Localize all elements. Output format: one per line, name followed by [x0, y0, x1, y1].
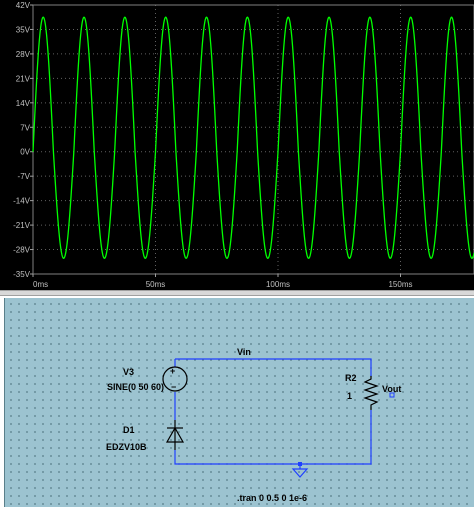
resistor-ref-label[interactable]: R2 — [345, 373, 357, 383]
source-ref-label[interactable]: V3 — [123, 367, 134, 377]
y-tick-label: -7V — [18, 172, 31, 181]
waveform-plot-pane[interactable]: 42V 35V 28V 21V 14V 7V 0V -7V -14V -21V -28V -35V 0… — [0, 0, 474, 290]
y-tick-label: 28V — [16, 50, 31, 59]
y-tick-label: -21V — [13, 221, 31, 230]
net-label-vout[interactable]: Vout — [382, 384, 401, 394]
pane-splitter[interactable] — [0, 290, 474, 296]
ground-icon[interactable] — [291, 468, 309, 478]
wire-top[interactable] — [175, 358, 372, 376]
diode-triangle-icon — [165, 426, 185, 443]
wire-bottom[interactable] — [174, 410, 372, 465]
vout-port-icon[interactable] — [389, 392, 395, 398]
diode-ref-label[interactable]: D1 — [123, 425, 135, 435]
source-minus-sign: − — [171, 382, 176, 392]
schematic-editor[interactable]: + − V3 SINE(0 50 60) D1 EDZV10B R2 1 Vin… — [4, 298, 474, 507]
y-axis-ticks: 42V 35V 28V 21V 14V 7V 0V -7V -14V -21V -28V -35V — [13, 1, 33, 279]
net-label-vin[interactable]: Vin — [237, 347, 251, 357]
x-tick-label: 150ms — [388, 280, 412, 289]
x-axis-ticks: 0ms 50ms 100ms 150ms — [32, 274, 413, 289]
y-tick-label: 14V — [16, 99, 31, 108]
plot-grid — [32, 4, 474, 275]
plot-frame — [32, 4, 474, 275]
source-plus-sign: + — [170, 366, 175, 376]
voltage-source-v3[interactable]: + − — [162, 366, 188, 392]
resistor-value-label[interactable]: 1 — [347, 391, 352, 401]
x-tick-label: 100ms — [266, 280, 290, 289]
diode-d1[interactable] — [165, 420, 185, 450]
y-tick-label: -28V — [13, 246, 31, 255]
y-tick-label: 42V — [16, 1, 31, 10]
resistor-r2[interactable] — [363, 376, 379, 410]
voltage-trace[interactable] — [32, 16, 474, 259]
y-tick-label: 21V — [16, 74, 31, 83]
x-tick-label: 0ms — [33, 280, 48, 289]
y-tick-label: 0V — [20, 148, 30, 157]
y-tick-label: 7V — [20, 123, 30, 132]
schematic-canvas[interactable]: + − V3 SINE(0 50 60) D1 EDZV10B R2 1 Vin… — [5, 298, 474, 507]
diode-value-label[interactable]: EDZV10B — [106, 442, 147, 452]
waveform-plot[interactable]: 42V 35V 28V 21V 14V 7V 0V -7V -14V -21V -28V -35V 0… — [0, 0, 474, 290]
y-tick-label: -14V — [13, 197, 31, 206]
x-tick-label: 50ms — [146, 280, 166, 289]
resistor-zigzag-icon — [363, 376, 379, 410]
y-tick-label: -35V — [13, 270, 31, 279]
source-circle-icon — [162, 366, 188, 392]
wire-junction — [298, 462, 302, 466]
spice-directive[interactable]: .tran 0 0.5 0 1e-6 — [237, 493, 307, 503]
wires[interactable] — [174, 358, 372, 469]
y-tick-label: 35V — [16, 25, 31, 34]
source-value-label[interactable]: SINE(0 50 60) — [107, 382, 164, 392]
